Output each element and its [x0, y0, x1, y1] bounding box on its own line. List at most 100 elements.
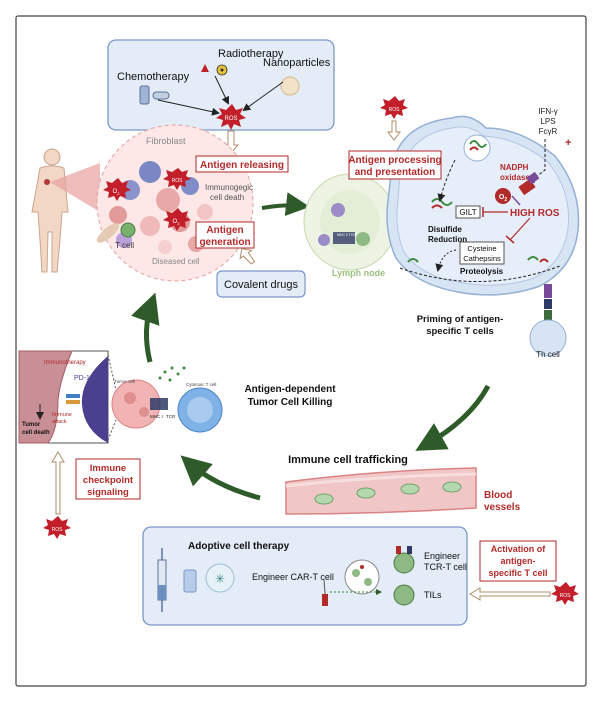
killing-title-2: Tumor Cell Killing: [248, 397, 333, 408]
nanoparticles-label: Nanoparticles: [263, 57, 331, 69]
svg-text:Cathepsins: Cathepsins: [463, 254, 501, 263]
killing-title-1: Antigen-dependent: [244, 384, 336, 395]
svg-text:Antigen processing: Antigen processing: [348, 155, 441, 166]
tumor-to-lymph-arrow: [261, 192, 310, 217]
gilt-box: GILT: [455, 205, 481, 219]
svg-text:Cytotoxic T cell: Cytotoxic T cell: [186, 382, 216, 387]
svg-text:O2: O2: [113, 189, 121, 196]
th-cell-label: Th cell: [536, 350, 560, 359]
ros-to-apc-arrow: [387, 120, 401, 141]
high-ros-label: HIGH ROS: [510, 208, 560, 219]
svg-text:Immune: Immune: [90, 463, 126, 474]
svg-text:checkpoint: checkpoint: [83, 475, 134, 486]
trafficking-label: Immune cell trafficking: [288, 454, 408, 466]
proteolysis-label: Proteolysis: [460, 267, 504, 276]
svg-text:signaling: signaling: [87, 487, 129, 498]
antigen-releasing-box: Antigen releasing: [195, 155, 289, 173]
therapy-panel: Radiotherapy Chemotherapy Nanoparticles …: [107, 39, 335, 131]
immunogenic-death-label-1: Immunogegic: [205, 183, 253, 192]
vessel-to-killing-arrow: [180, 455, 261, 501]
svg-text:Covalent drugs: Covalent drugs: [224, 279, 298, 291]
chemotherapy-label: Chemotherapy: [117, 71, 190, 83]
svg-text:ROS: ROS: [560, 593, 572, 599]
tcr-t-label-1: Engineer: [424, 551, 460, 561]
nadph-oxidase-icon: [518, 171, 540, 196]
ros-to-checkpoint-arrow: [51, 451, 65, 515]
immunogenic-death-label-2: cell death: [210, 193, 244, 202]
killing-scene: Tumor cell Cytotoxic T cell MHC I TCR: [111, 366, 223, 433]
killing-to-tumor-arrow: [131, 292, 160, 363]
ros-to-adoptive-arrow: [469, 587, 551, 601]
svg-text:Antigen releasing: Antigen releasing: [200, 160, 284, 171]
chemotherapy-icon: [139, 85, 170, 105]
svg-text:MHC II TCR: MHC II TCR: [337, 233, 356, 237]
svg-text:Activation of: Activation of: [491, 544, 547, 554]
lymph-node: MHC II TCR Lymph node: [303, 173, 397, 278]
checkpoint-label-box: Immune checkpoint signaling: [75, 458, 141, 500]
cathepsins-box: Cysteine Cathepsins: [459, 241, 505, 265]
radiotherapy-label: Radiotherapy: [218, 48, 284, 60]
priming-to-trafficking-arrow: [415, 384, 491, 451]
svg-text:✳: ✳: [215, 572, 225, 586]
activation-label-box: Activation of antigen- specific T cell: [479, 540, 557, 582]
syringe-icon: [157, 548, 167, 612]
human-body-figure: [31, 148, 100, 273]
blood-vessel: [285, 467, 477, 515]
svg-text:Cysteine: Cysteine: [467, 244, 496, 253]
svg-text:Tumor: Tumor: [22, 422, 41, 428]
ros-burst-top-panel: ROS: [216, 104, 246, 130]
th-cell: Th cell: [529, 284, 567, 359]
ros-burst-activation: ROS: [551, 582, 579, 605]
antigen-processing-box: Antigen processing and presentation: [348, 150, 442, 180]
disulfide-label-1: Disulfide: [428, 225, 462, 234]
t-cell-label: T cell: [115, 241, 134, 250]
ros-burst-apc: ROS: [380, 96, 408, 119]
svg-text:ROS: ROS: [52, 527, 64, 533]
nadph-label-2: oxidase: [500, 173, 530, 182]
svg-text:Immune: Immune: [52, 412, 72, 418]
svg-text:ROS: ROS: [389, 107, 401, 113]
plus-sign: +: [565, 137, 571, 149]
svg-text:generation: generation: [199, 237, 250, 248]
antigen-generation-box: Antigen generation: [195, 221, 255, 249]
svg-text:MHC I: MHC I: [150, 414, 163, 419]
ifn-gamma-label: IFN-γ: [538, 107, 558, 116]
ros-burst-checkpoint: ROS: [43, 516, 71, 539]
svg-text:Tumor cell: Tumor cell: [114, 379, 135, 384]
checkpoint-inset: Immunotherapy PD-1 Immune attack Tumor c…: [18, 350, 117, 444]
svg-text:antigen-: antigen-: [501, 556, 536, 566]
svg-text:attack: attack: [52, 419, 67, 425]
svg-text:GILT: GILT: [459, 208, 476, 217]
covalent-drugs-box: Covalent drugs: [216, 270, 306, 298]
nadph-label-1: NADPH: [500, 163, 529, 172]
tcr-t-label-2: TCR-T cell: [424, 562, 467, 572]
nanoparticle-icon: [280, 76, 300, 96]
svg-text:O2: O2: [499, 194, 507, 203]
svg-text:O2: O2: [173, 219, 181, 226]
svg-text:and presentation: and presentation: [355, 167, 436, 178]
radiotherapy-icon: [201, 64, 228, 76]
fcgr-label: FcγR: [539, 127, 558, 136]
adoptive-title: Adoptive cell therapy: [188, 541, 290, 552]
covalent-drugs-arrow: [239, 248, 256, 265]
svg-text:specific T cell: specific T cell: [488, 568, 547, 578]
o2-circle: [495, 188, 511, 204]
priming-label-2: specific T cells: [426, 326, 494, 337]
adoptive-therapy-panel: Adoptive cell therapy ✳ Engineer CAR-T c…: [142, 526, 468, 626]
lymph-node-label: Lymph node: [332, 268, 385, 278]
svg-text:ROS: ROS: [172, 178, 184, 184]
lps-label: LPS: [540, 117, 555, 126]
car-t-label: Engineer CAR-T cell: [252, 572, 334, 582]
priming-label-1: Priming of antigen-: [417, 314, 504, 325]
svg-text:cell death: cell death: [22, 430, 50, 436]
immunotherapy-label: Immunotherapy: [44, 360, 86, 366]
svg-text:TCR: TCR: [166, 414, 176, 419]
fibroblast-label: Fibroblast: [146, 136, 186, 146]
svg-text:Antigen: Antigen: [206, 225, 243, 236]
svg-text:ROS: ROS: [224, 116, 237, 122]
diseased-cell-label: Diseased cell: [152, 257, 200, 266]
blood-vessels-label-1: Blood: [484, 490, 512, 501]
blood-vessels-label-2: vessels: [484, 502, 521, 513]
disulfide-label-2: Reduction: [428, 235, 467, 244]
